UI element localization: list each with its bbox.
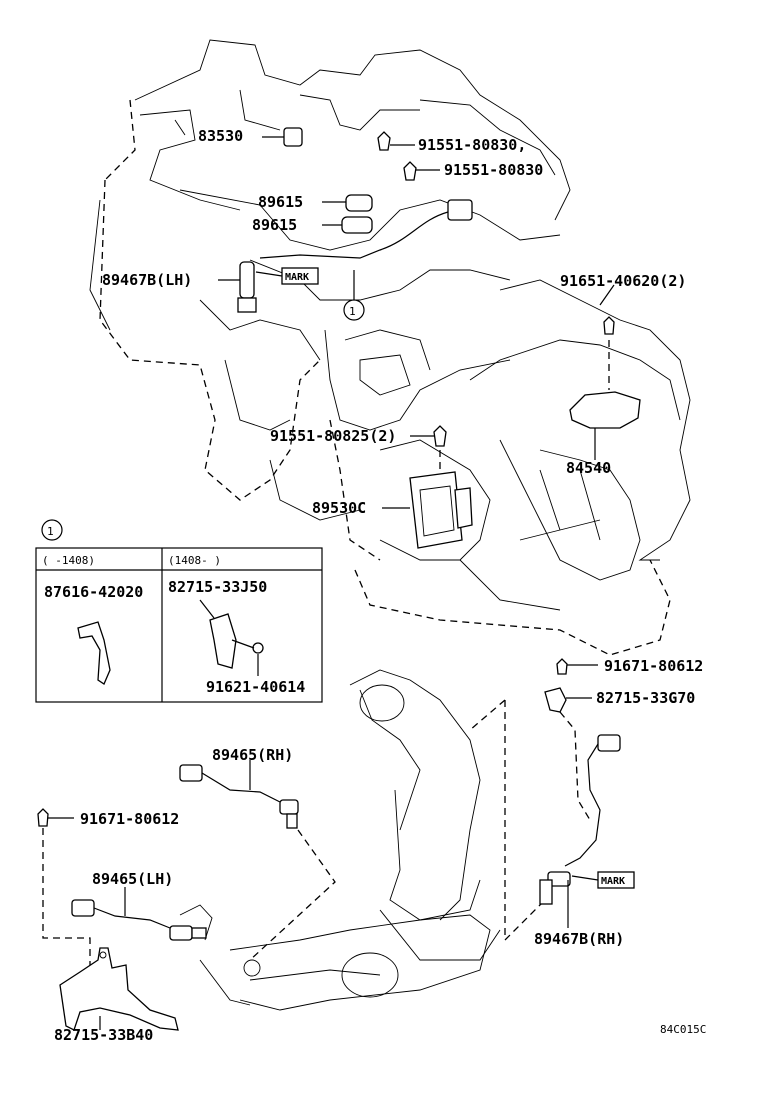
mark-tag-bottom-label: MARK [601, 876, 625, 887]
label-83530: 83530 [198, 127, 243, 145]
bolt-91671-80612-a [556, 658, 598, 675]
label-91671-80612-b: 91671-80612 [80, 810, 179, 828]
inset-col-right-header: (1408- ) [168, 554, 221, 567]
part-labels: 83530 91551-80830, 91551-80830 89615 896… [54, 127, 706, 1044]
ecu-89530c [382, 471, 473, 549]
label-82715-33g70: 82715-33G70 [596, 689, 695, 707]
oxygen-sensor-89465-rh [179, 760, 336, 961]
mark-tag-top: MARK [255, 267, 319, 285]
bracket-82715-33g70 [544, 687, 592, 821]
oxygen-sensor-89467b-lh [218, 261, 257, 313]
label-89615-b: 89615 [252, 216, 297, 234]
sensor-89615-a [322, 194, 373, 212]
label-82715-33b40: 82715-33B40 [54, 1026, 153, 1044]
label-89530c: 89530C [312, 499, 366, 517]
connector-top [259, 199, 473, 259]
label-91551-80825: 91551-80825(2) [270, 427, 396, 445]
bracket-82715-33b40 [59, 947, 179, 1031]
label-89465-rh: 89465(RH) [212, 746, 293, 764]
inset-right-part-a: 82715-33J50 [168, 578, 267, 596]
inset-right-part-b: 91621-40614 [206, 678, 305, 696]
label-91671-80612-a: 91671-80612 [604, 657, 703, 675]
label-91651-40620: 91651-40620(2) [560, 272, 686, 290]
bolt-91651-40620 [599, 284, 615, 390]
inset-left-part: 87616-42020 [44, 583, 143, 601]
label-89467b-lh: 89467B(LH) [102, 271, 192, 289]
bolt-91551-80825 [410, 425, 447, 470]
bolt-91671-80612-b [37, 808, 91, 980]
engine-outline [89, 39, 691, 656]
exhaust-assembly [199, 669, 501, 1011]
mark-tag-bottom: MARK [571, 871, 635, 889]
label-91551-80830-a: 91551-80830, [418, 136, 526, 154]
label-91551-80830-b: 91551-80830 [444, 161, 543, 179]
oxygen-sensor-89467b-rh [539, 734, 621, 928]
inset-col-left-header: ( -1408) [42, 554, 95, 567]
part-83530-switch [262, 127, 303, 147]
callout-1: 1 [343, 270, 365, 321]
dash-right-bottom [504, 899, 546, 941]
diagram-code: 84C015C [660, 1023, 706, 1036]
oxygen-sensor-89465-lh [71, 887, 213, 941]
bolt-91551-80830-a [377, 131, 415, 151]
dash-right-top [469, 699, 506, 731]
part-84540-switch [569, 391, 641, 460]
bolt-91551-80830-b [403, 161, 440, 181]
label-84540: 84540 [566, 459, 611, 477]
mark-tag-top-label: MARK [285, 272, 309, 283]
inset-marker: 1 [47, 525, 54, 538]
inset-box: 1 ( -1408) (1408- ) 87616-42020 82715-33… [35, 519, 323, 703]
label-89465-lh: 89465(LH) [92, 870, 173, 888]
label-89467b-rh: 89467B(RH) [534, 930, 624, 948]
sensor-89615-b [322, 216, 373, 234]
label-89615-a: 89615 [258, 193, 303, 211]
callout-1-label: 1 [349, 305, 356, 318]
